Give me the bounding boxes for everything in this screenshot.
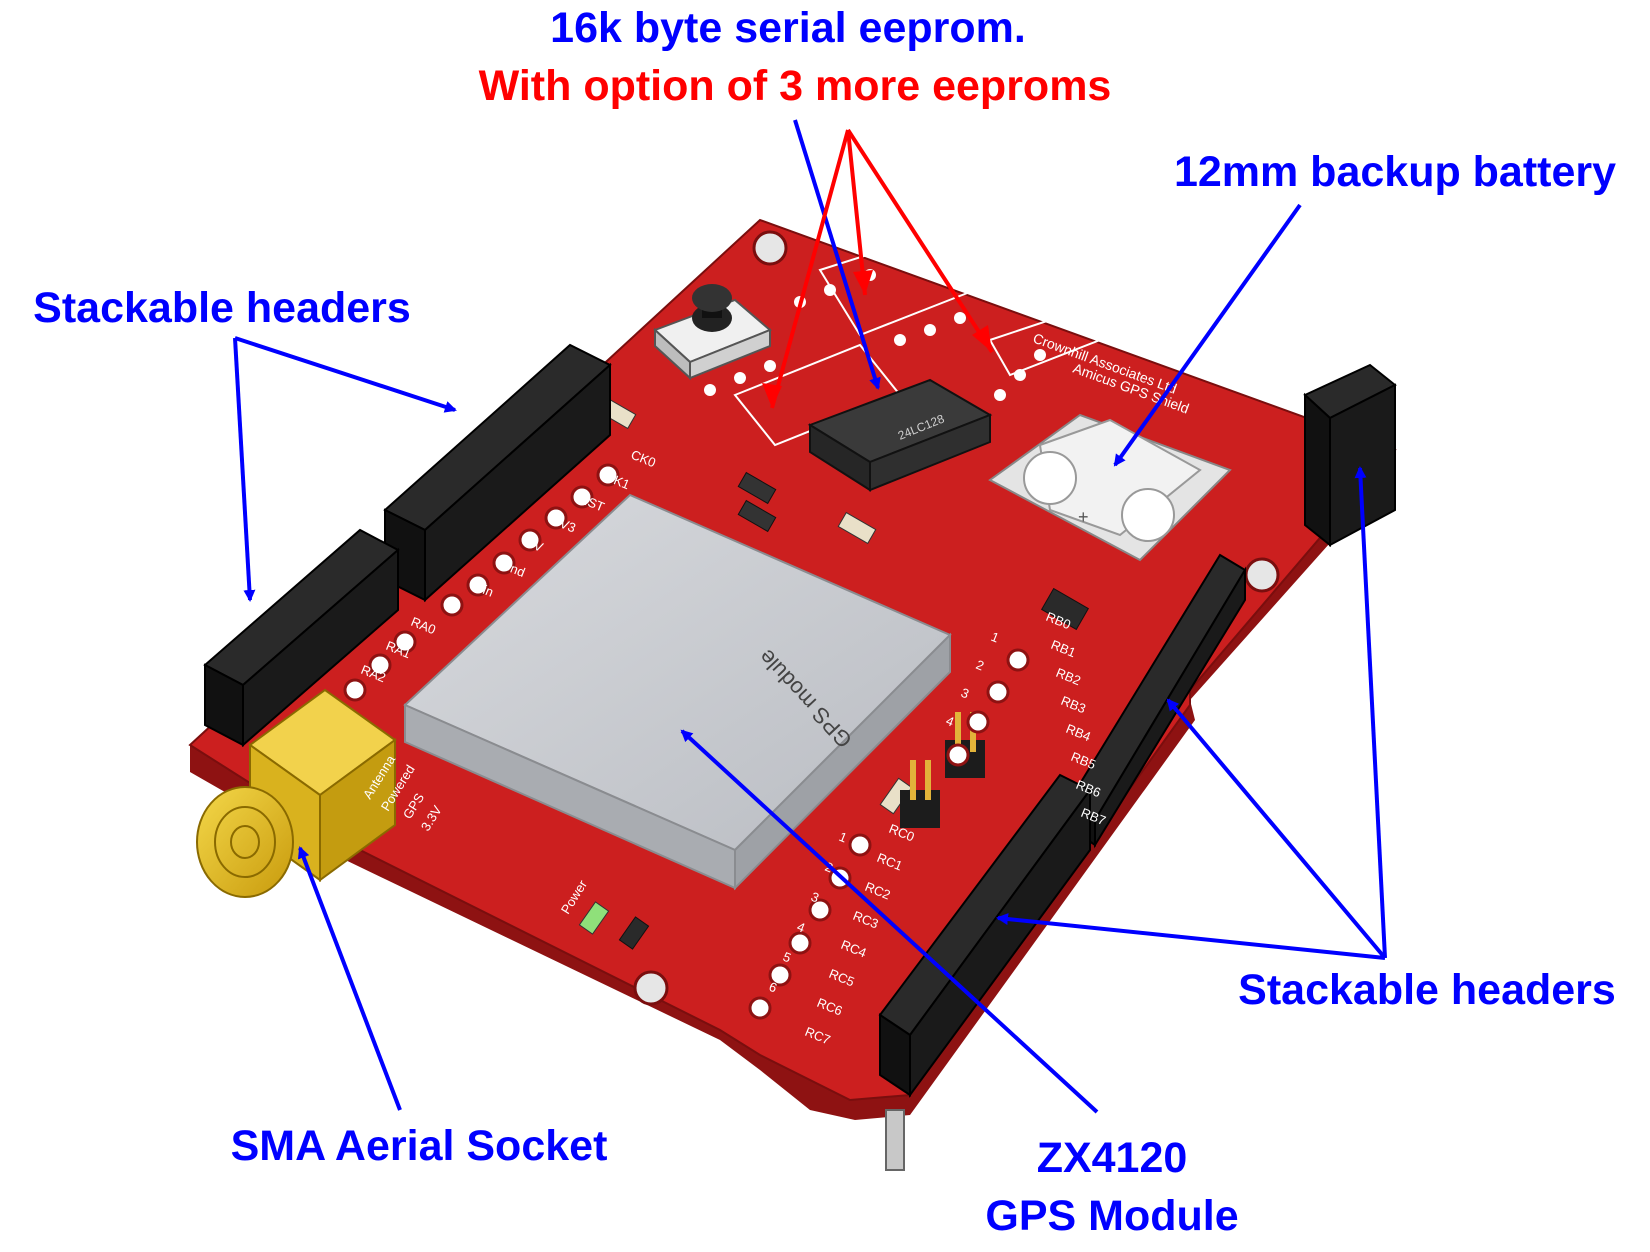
red-arrowheads (762, 270, 992, 408)
header-bottom-left (203, 528, 400, 748)
arrow-eeprom-main (793, 119, 881, 390)
arrow-gps (680, 729, 1099, 1114)
arrow-headers-right-3 (996, 913, 1386, 960)
pin-label: 5V (525, 535, 546, 555)
arrow-headers-right-1 (1354, 466, 1387, 959)
arrow-headers-left-1 (234, 336, 457, 413)
header-right-bottom (878, 773, 1092, 1099)
label-gps-line-2: GPS Module (985, 1192, 1238, 1240)
arrow-eeprom-opt1 (770, 129, 850, 409)
mount-hole (633, 970, 669, 1006)
sma-connector (196, 688, 397, 898)
mount-hole (752, 230, 788, 266)
gps-module-block: GPS module (403, 493, 952, 891)
label-headers-right: Stackable headers (1238, 966, 1616, 1014)
label-battery: 12mm backup battery (1174, 148, 1616, 196)
arrow-eeprom-opt2 (846, 129, 867, 296)
header-right-top (1303, 363, 1397, 548)
reset-button (653, 284, 772, 381)
header-pin (885, 1109, 905, 1171)
label-gps-line-1: ZX4120 (1037, 1134, 1188, 1182)
svg-text:+: + (1078, 507, 1089, 527)
label-sma: SMA Aerial Socket (231, 1122, 608, 1170)
battery-holder: + (988, 413, 1232, 562)
pad-rows (343, 463, 1030, 1020)
arrow-headers-right-2 (1166, 698, 1387, 960)
label-eeprom-line-1: 16k byte serial eeprom. (550, 4, 1026, 52)
label-eeprom-line-2: With option of 3 more eeproms (479, 62, 1112, 110)
label-headers-left: Stackable headers (33, 284, 411, 332)
annotation-arrows (233, 119, 1387, 1114)
arrow-eeprom-opt3 (846, 128, 994, 354)
mount-hole (1244, 557, 1280, 593)
eeprom-chip: 24LC128 (807, 378, 993, 492)
arrow-battery (1113, 203, 1302, 467)
arrow-sma (297, 846, 402, 1111)
arrow-headers-left-2 (233, 337, 256, 602)
pin-label: Vin (473, 579, 496, 600)
